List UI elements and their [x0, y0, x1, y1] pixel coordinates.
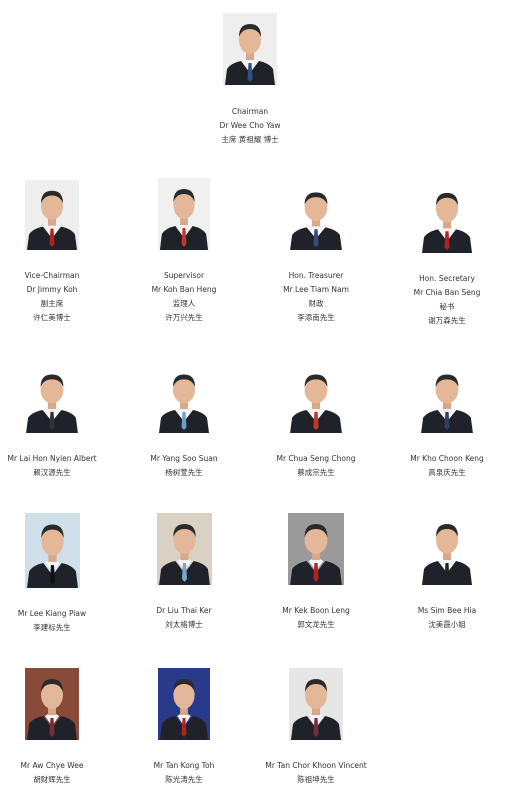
member-name: Mr Kek Boon Leng	[282, 606, 350, 615]
portrait-photo	[420, 182, 474, 253]
member-card: Mr Yang Soo Suan 杨树萱先生	[120, 364, 248, 480]
member-name: Mr Chia Ban Seng	[413, 288, 481, 297]
role-title: Vice-Chairman	[24, 271, 80, 280]
member-chinese-name: 李建标先生	[33, 623, 71, 632]
portrait-photo	[25, 668, 79, 740]
member-chinese-name: 郭文龙先生	[297, 620, 335, 629]
member-name: Mr Yang Soo Suan	[150, 454, 218, 463]
portrait-photo	[24, 364, 80, 433]
member-chinese-name: 胡财辉先生	[33, 775, 71, 784]
member-chinese-name: 沈美霞小姐	[428, 620, 466, 629]
portrait-photo	[25, 180, 79, 250]
portrait-photo	[419, 364, 475, 433]
member-chinese-title: 财政	[308, 299, 324, 308]
member-name: Dr Jimmy Koh	[26, 285, 78, 294]
member-name: Dr Liu Thai Ker	[156, 606, 212, 615]
portrait-photo	[289, 668, 343, 740]
member-name: Mr Lee Kiang Piaw	[17, 609, 87, 618]
chairman-card: Chairman Dr Wee Cho Yaw 主席 黄祖耀 博士	[186, 13, 314, 147]
member-chinese-name: 李添南先生	[297, 313, 335, 322]
member-card: Supervisor Mr Koh Ban Heng 监理人 许万兴先生	[120, 178, 248, 325]
portrait-photo	[288, 364, 344, 433]
member-name: Ms Sim Bee Hia	[417, 606, 477, 615]
member-card: Mr Aw Chye Wee 胡财辉先生	[0, 668, 116, 787]
member-card: Mr Lai Hon Nyien Albert 赖汉源先生	[0, 364, 116, 480]
portrait-photo	[420, 513, 474, 585]
portrait-photo	[24, 513, 80, 588]
role-title: Supervisor	[163, 271, 205, 280]
member-chinese-name: 陈祖坤先生	[297, 775, 335, 784]
member-chinese-name: 杨树萱先生	[165, 468, 203, 477]
member-chinese-title: 监理人	[172, 299, 196, 308]
member-card: Mr Tan Kong Toh 陈光涛先生	[120, 668, 248, 787]
member-name: Mr Kho Choon Keng	[410, 454, 484, 463]
member-name: Dr Wee Cho Yaw	[219, 121, 281, 130]
member-name: Mr Tan Chor Khoon Vincent	[265, 761, 367, 770]
member-name: Mr Koh Ban Heng	[151, 285, 217, 294]
member-name: Mr Aw Chye Wee	[20, 761, 84, 770]
member-chinese-name: 许仁美博士	[33, 313, 71, 322]
portrait-photo	[158, 178, 210, 250]
role-title: Hon. Treasurer	[288, 271, 344, 280]
member-card: Mr Kho Choon Keng 高泉庆先生	[383, 364, 511, 480]
member-chinese-name: 许万兴先生	[165, 313, 203, 322]
portrait-photo	[158, 668, 210, 740]
role-title: Hon. Secretary	[419, 274, 475, 283]
portrait-photo	[157, 364, 211, 433]
member-name: Mr Tan Kong Toh	[153, 761, 215, 770]
member-card: Mr Kek Boon Leng 郭文龙先生	[252, 513, 380, 632]
member-chinese-name: 主席 黄祖耀 博士	[221, 135, 279, 144]
member-card: Vice-Chairman Dr Jimmy Koh 副主席 许仁美博士	[0, 180, 116, 325]
portrait-photo	[288, 513, 344, 585]
portrait-photo	[156, 513, 212, 585]
portrait-photo	[288, 182, 344, 250]
member-chinese-name: 刘太格博士	[165, 620, 203, 629]
member-name: Mr Lee Tiam Nam	[283, 285, 349, 294]
member-name: Mr Chua Seng Chong	[276, 454, 356, 463]
member-chinese-name: 陈光涛先生	[165, 775, 203, 784]
member-card: Mr Chua Seng Chong 蔡成宗先生	[252, 364, 380, 480]
role-title: Chairman	[231, 107, 269, 116]
member-card: Hon. Secretary Mr Chia Ban Seng 秘书 谢万森先生	[383, 182, 511, 328]
member-chinese-name: 赖汉源先生	[33, 468, 71, 477]
member-name: Mr Lai Hon Nyien Albert	[7, 454, 97, 463]
member-chinese-name: 谢万森先生	[428, 316, 466, 325]
member-chinese-title: 秘书	[439, 302, 455, 311]
member-chinese-name: 高泉庆先生	[428, 468, 466, 477]
member-card: Mr Tan Chor Khoon Vincent 陈祖坤先生	[252, 668, 380, 787]
member-card: Mr Lee Kiang Piaw 李建标先生	[0, 513, 116, 635]
member-card: Dr Liu Thai Ker 刘太格博士	[120, 513, 248, 632]
member-chinese-title: 副主席	[40, 299, 64, 308]
member-chinese-name: 蔡成宗先生	[297, 468, 335, 477]
portrait-photo	[223, 13, 277, 85]
member-card: Ms Sim Bee Hia 沈美霞小姐	[383, 513, 511, 632]
member-card: Hon. Treasurer Mr Lee Tiam Nam 财政 李添南先生	[252, 182, 380, 325]
